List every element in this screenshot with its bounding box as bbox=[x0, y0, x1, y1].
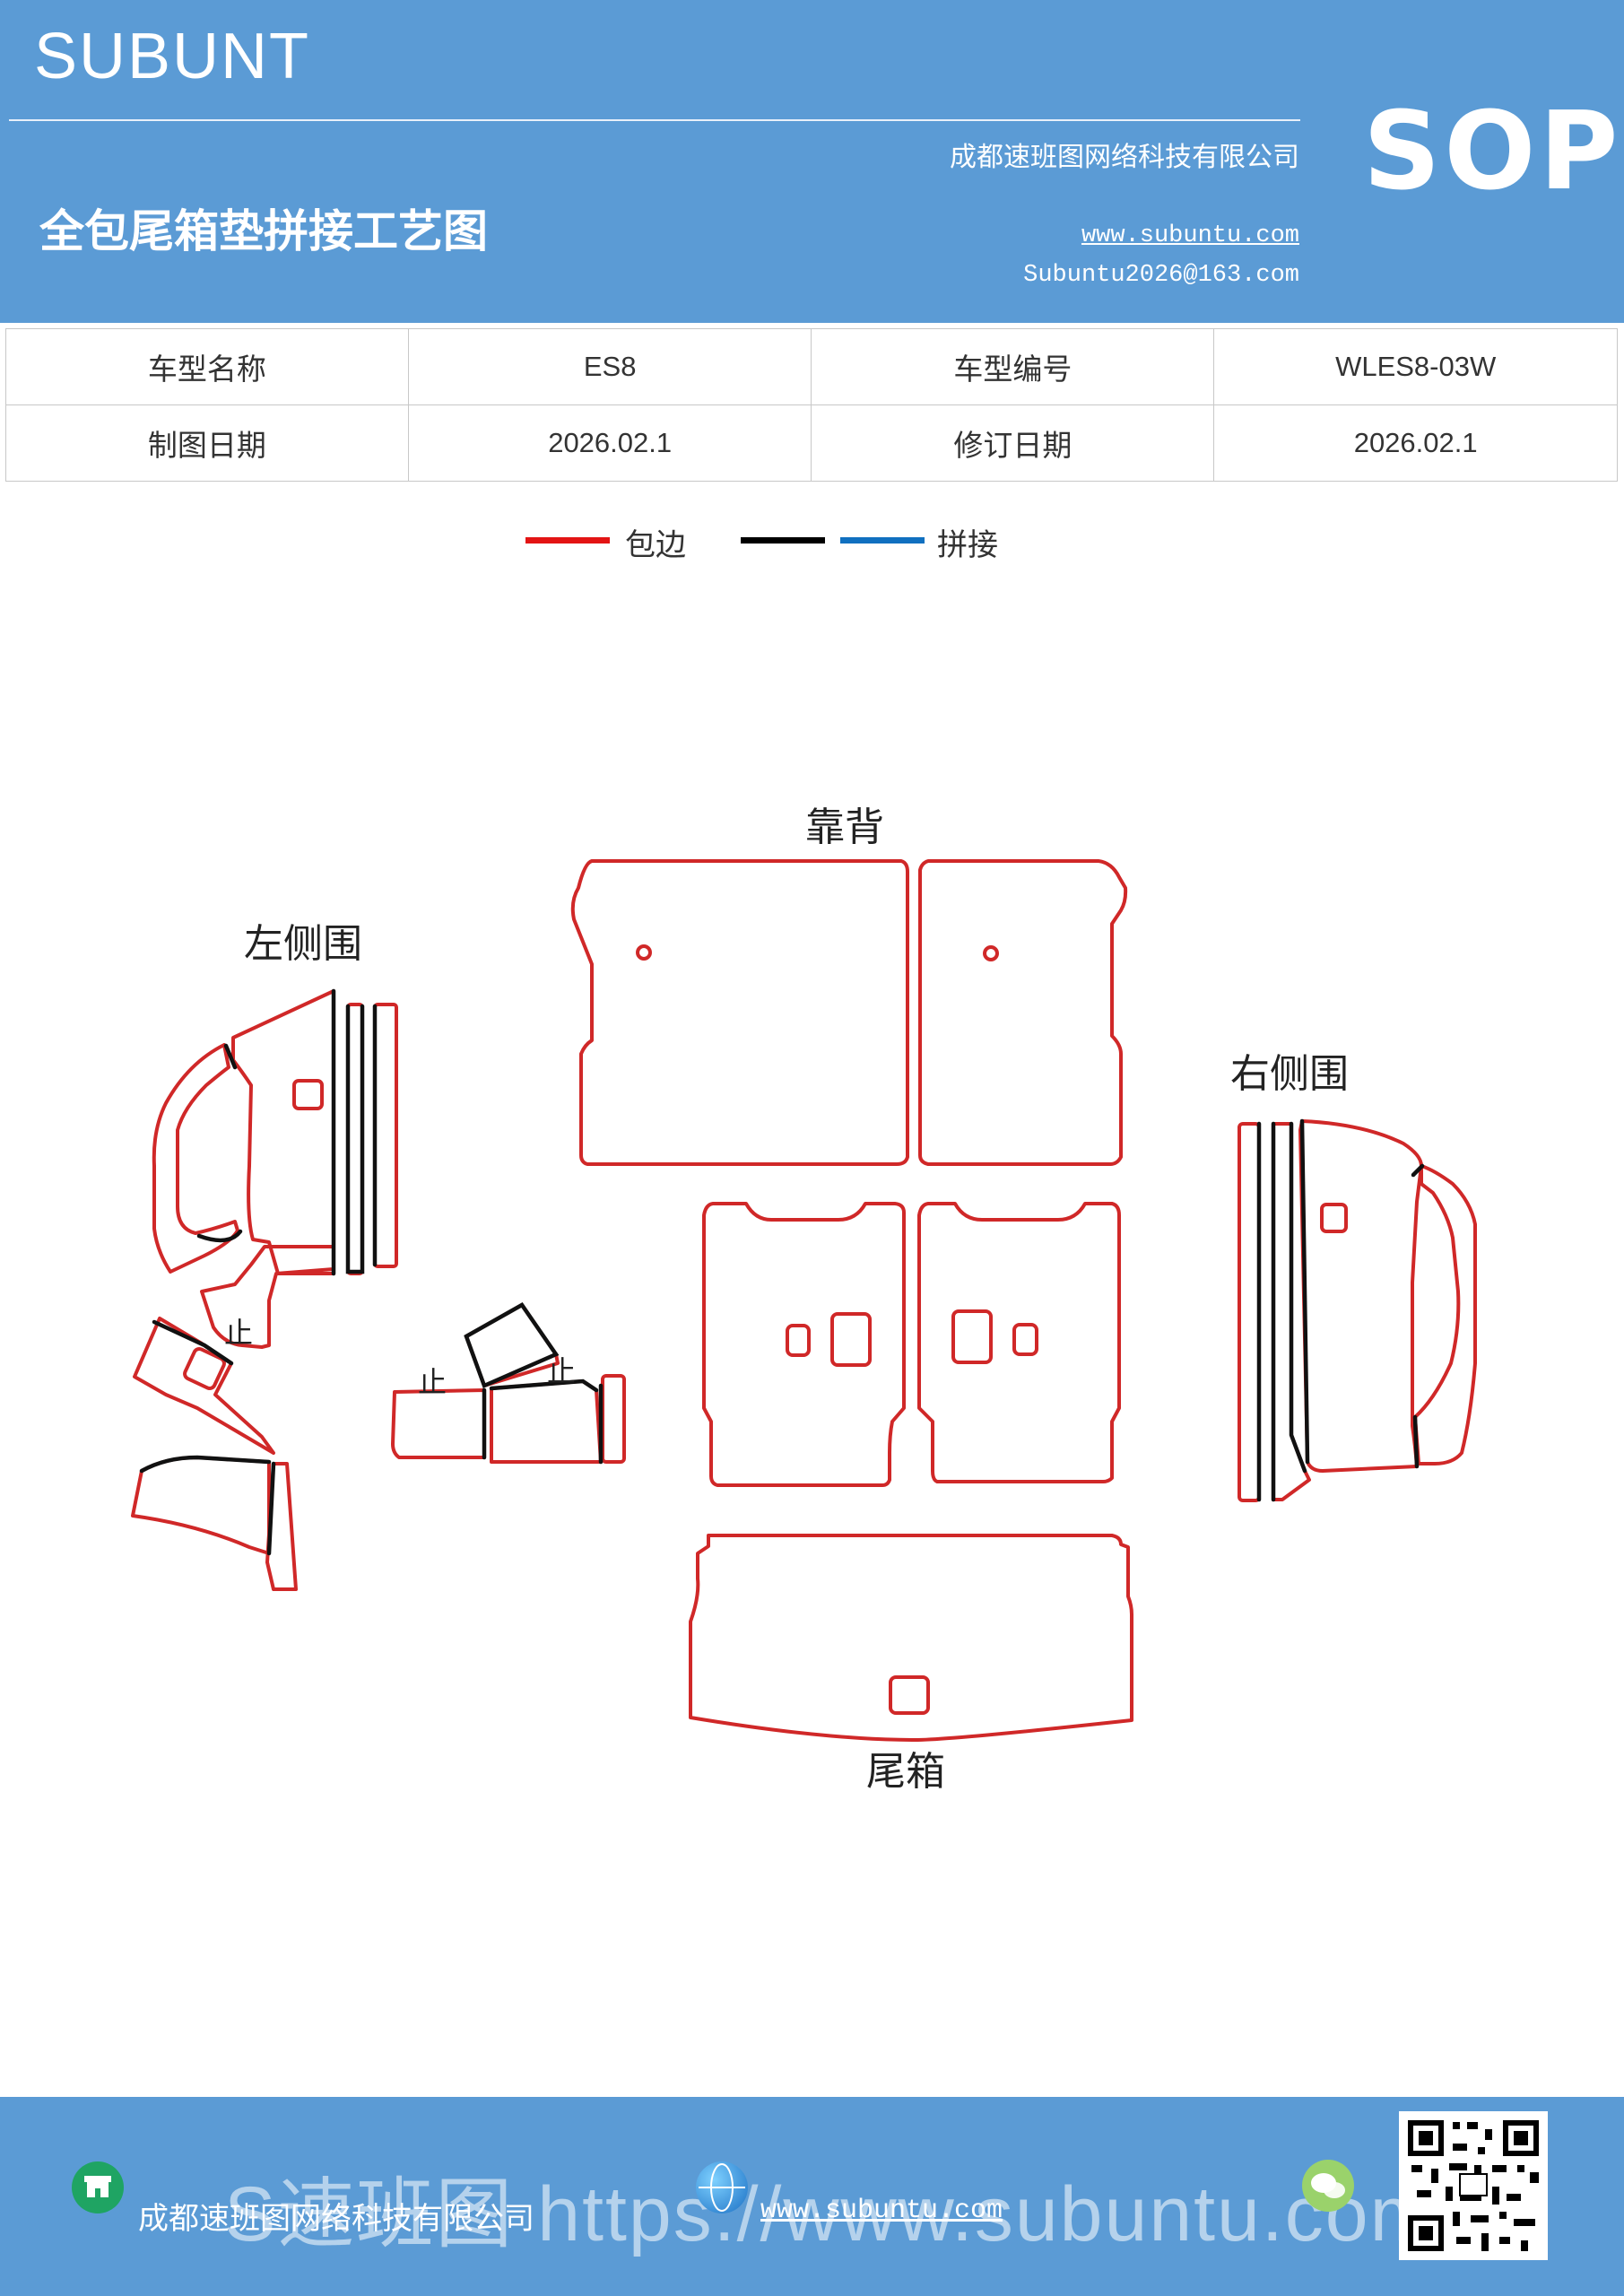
seam-left-4 bbox=[223, 1043, 238, 1070]
center-left-piece bbox=[391, 1388, 486, 1459]
model-code-value: WLES8-03W bbox=[1213, 328, 1618, 405]
footer-company-name: 成都速班图网络科技有限公司 bbox=[138, 2201, 534, 2237]
floor-right-panel bbox=[917, 1202, 1121, 1483]
right-outer-panel bbox=[1413, 1164, 1477, 1465]
table-row: 制图日期 2026.02.1 修订日期 2026.02.1 bbox=[5, 404, 1618, 482]
model-name-label: 车型名称 bbox=[5, 328, 409, 405]
revise-date-label: 修订日期 bbox=[811, 404, 1215, 482]
label-backrest: 靠背 bbox=[805, 804, 884, 850]
trunk-panel bbox=[689, 1534, 1133, 1742]
right-main-panel bbox=[1298, 1119, 1423, 1473]
seam-left-7 bbox=[139, 1455, 272, 1474]
floor-left-panel bbox=[702, 1202, 906, 1487]
seam-right-4 bbox=[1299, 1118, 1310, 1465]
center-right-strip bbox=[601, 1374, 626, 1464]
draw-date-value: 2026.02.1 bbox=[407, 404, 812, 482]
qr-code bbox=[1399, 2111, 1548, 2260]
brand-logo-text: SUBUNT bbox=[34, 21, 311, 92]
globe-icon bbox=[696, 2161, 748, 2213]
floor-left-large-cutout bbox=[830, 1312, 872, 1367]
footer-watermark: S速班图 https://www.subuntu.com bbox=[224, 2171, 1437, 2257]
backrest-left-hole bbox=[636, 944, 652, 961]
seam-center-3 bbox=[489, 1378, 599, 1393]
seam-right-3 bbox=[1289, 1121, 1307, 1474]
legend-splice-black-swatch bbox=[741, 537, 825, 544]
seam-right-6 bbox=[1412, 1414, 1420, 1469]
stop-mark-3: 止 bbox=[547, 1354, 576, 1388]
floor-left-small-cutout bbox=[786, 1324, 811, 1357]
document-title: 全包尾箱垫拼接工艺图 bbox=[39, 205, 488, 257]
left-panel-cutout bbox=[292, 1079, 324, 1110]
right-panel-cutout bbox=[1320, 1203, 1348, 1233]
seam-left-6 bbox=[152, 1319, 234, 1366]
right-strip-1 bbox=[1238, 1122, 1261, 1502]
floor-right-large-cutout bbox=[951, 1309, 993, 1364]
backrest-right-panel bbox=[918, 859, 1128, 1166]
draw-date-label: 制图日期 bbox=[5, 404, 409, 482]
sop-badge: SOP bbox=[1363, 90, 1622, 214]
seam-left-2 bbox=[345, 1004, 365, 1274]
legend-splice-blue-swatch bbox=[840, 537, 925, 544]
wechat-icon bbox=[1302, 2160, 1354, 2212]
left-strip-1 bbox=[346, 1003, 364, 1275]
center-mid-piece bbox=[490, 1379, 603, 1464]
backrest-right-hole bbox=[983, 945, 999, 961]
shop-icon bbox=[72, 2161, 124, 2213]
left-outer-panel bbox=[152, 1043, 239, 1274]
footer-website-link[interactable]: www.subuntu.com bbox=[760, 2196, 1003, 2226]
backrest-left-panel bbox=[570, 859, 909, 1166]
left-main-panel bbox=[231, 989, 335, 1275]
label-trunk: 尾箱 bbox=[866, 1749, 945, 1795]
table-row: 车型名称 ES8 车型编号 WLES8-03W bbox=[5, 328, 1618, 405]
email-address: Subuntu2026@163.com bbox=[1023, 262, 1299, 289]
stop-mark-2: 止 bbox=[418, 1365, 447, 1399]
stop-mark-1: 止 bbox=[224, 1316, 253, 1350]
company-name: 成都速班图网络科技有限公司 bbox=[950, 142, 1299, 173]
left-strip-2 bbox=[373, 1003, 398, 1268]
revise-date-value: 2026.02.1 bbox=[1213, 404, 1618, 482]
floor-right-small-cutout bbox=[1012, 1323, 1038, 1356]
seam-left-5 bbox=[196, 1229, 243, 1243]
left-lower-piece bbox=[200, 1245, 335, 1349]
header-divider bbox=[9, 119, 1300, 121]
legend-splice-label: 拼接 bbox=[937, 527, 998, 563]
label-left-side: 左侧围 bbox=[244, 921, 362, 967]
left-bottom-piece bbox=[131, 1456, 271, 1555]
seam-center-1 bbox=[464, 1302, 560, 1389]
left-triangle-cutout bbox=[183, 1347, 226, 1390]
header-banner: SUBUNT 全包尾箱垫拼接工艺图 成都速班图网络科技有限公司 www.subu… bbox=[0, 0, 1624, 323]
legend: 包边 拼接 bbox=[0, 520, 1624, 574]
label-right-side: 右侧围 bbox=[1230, 1051, 1349, 1097]
seam-left-8 bbox=[266, 1461, 276, 1556]
trunk-cutout bbox=[889, 1675, 930, 1715]
legend-edge-label: 包边 bbox=[625, 527, 686, 563]
seam-right-5 bbox=[1411, 1163, 1425, 1178]
model-code-label: 车型编号 bbox=[811, 328, 1215, 405]
vehicle-info-table: 车型名称 ES8 车型编号 WLES8-03W 制图日期 2026.02.1 修… bbox=[5, 328, 1618, 482]
model-name-value: ES8 bbox=[407, 328, 812, 405]
trunk-mat-diagram: 靠背 左侧围 右侧围 尾箱 止 止 止 bbox=[131, 804, 1477, 1795]
footer-banner: S速班图 https://www.subuntu.com 成都速班图网络科技有限… bbox=[0, 2097, 1624, 2296]
legend-edge-swatch bbox=[525, 537, 610, 544]
website-link[interactable]: www.subuntu.com bbox=[1081, 222, 1299, 249]
